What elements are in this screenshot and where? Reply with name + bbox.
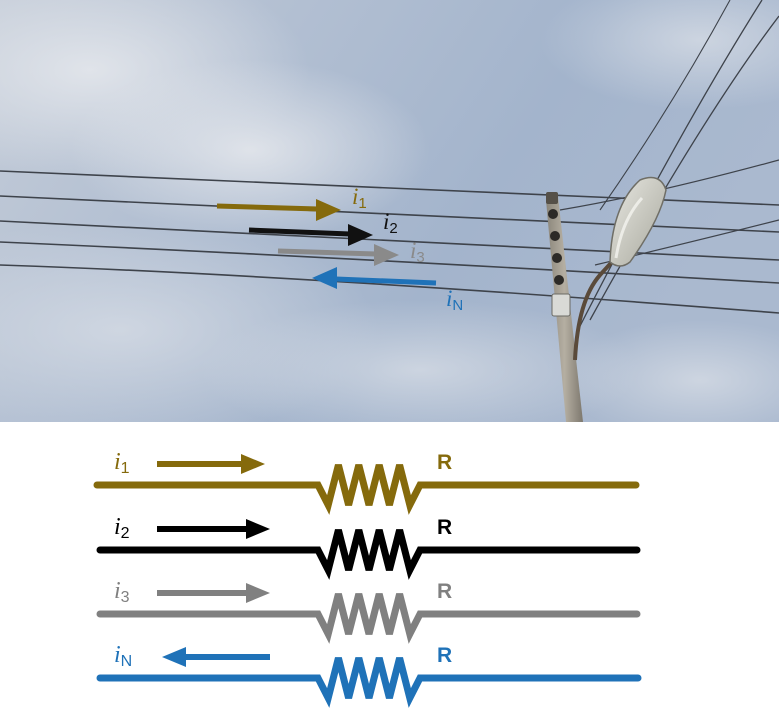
resistor-label: R bbox=[437, 516, 452, 539]
resistor-label: R bbox=[437, 644, 452, 667]
resistor-label: R bbox=[437, 580, 452, 603]
current-label: iN bbox=[114, 642, 132, 670]
current-arrow bbox=[162, 647, 270, 667]
utility-pole bbox=[546, 192, 583, 422]
current-label: i1 bbox=[114, 449, 130, 477]
resistor-wire bbox=[96, 593, 641, 644]
resistor-wire bbox=[96, 657, 642, 708]
resistor-wire bbox=[96, 529, 641, 580]
current-arrow-iN bbox=[312, 267, 437, 289]
current-arrow-i1 bbox=[216, 199, 341, 221]
resistor-wire bbox=[93, 464, 640, 515]
current-arrow bbox=[157, 454, 265, 474]
clouds bbox=[0, 0, 779, 422]
circuit-row-1: i1 R bbox=[93, 449, 640, 515]
current-arrow bbox=[157, 583, 270, 603]
photo-label-i1: i1 bbox=[352, 184, 367, 212]
current-label: i2 bbox=[114, 514, 130, 542]
circuit-row-4: iN R bbox=[96, 642, 642, 708]
current-arrow bbox=[157, 519, 270, 539]
photo-label-i2: i2 bbox=[383, 209, 398, 237]
current-arrow-i3 bbox=[277, 244, 399, 266]
photo-label-i3: i3 bbox=[410, 238, 425, 266]
current-label: i3 bbox=[114, 578, 130, 606]
photo-label-iN: iN bbox=[446, 286, 463, 314]
current-arrow-i2 bbox=[248, 224, 373, 246]
power-line-photo: i1 i2 i3 iN bbox=[0, 0, 779, 422]
street-lamp bbox=[573, 176, 667, 361]
circuit-row-2: i2 R bbox=[96, 514, 641, 580]
resistor-label: R bbox=[437, 451, 452, 474]
circuit-row-3: i3 R bbox=[96, 578, 641, 644]
